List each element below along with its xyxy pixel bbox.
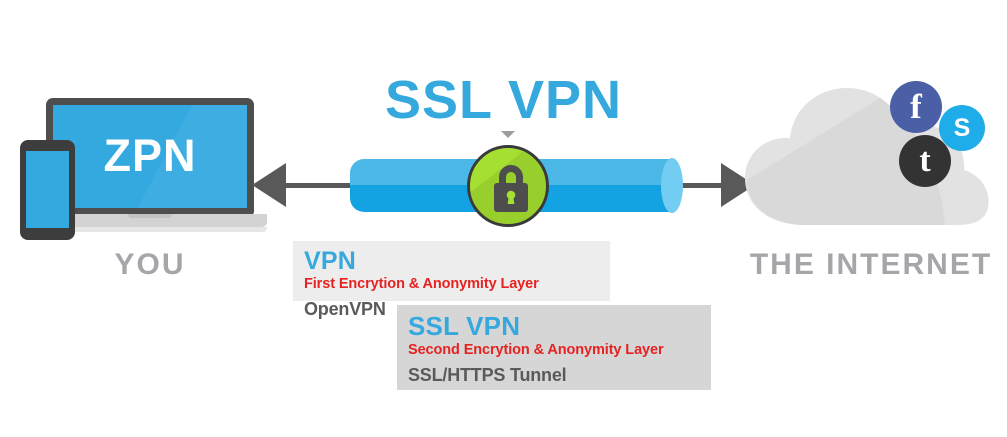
laptop-icon: ZPN: [46, 98, 254, 214]
callout-ssl-vpn-subtitle: Second Encrytion & Anonymity Layer: [408, 342, 664, 359]
callout-vpn-title: VPN: [304, 247, 357, 275]
skype-icon[interactable]: S: [939, 105, 985, 151]
cloud-icon: [745, 88, 989, 225]
callout-vpn-value: OpenVPN: [304, 299, 386, 319]
device-label: ZPN: [103, 129, 197, 181]
diagram-title: SSL VPN: [384, 70, 623, 130]
padlock-glyph: [494, 165, 528, 212]
caption-you: YOU: [114, 248, 186, 281]
arrow-left-shaft: [283, 183, 353, 188]
facebook-icon[interactable]: f: [890, 81, 942, 133]
caption-the-internet: THE INTERNET: [749, 248, 993, 281]
smartphone-icon: [20, 140, 75, 240]
arrow-left-icon: [252, 163, 286, 207]
callout-ssl-vpn: SSL VPN Second Encrytion & Anonymity Lay…: [397, 305, 711, 390]
client-devices-group: ZPN: [0, 0, 300, 300]
laptop-foot: [33, 227, 267, 232]
twitter-icon[interactable]: t: [899, 135, 951, 187]
laptop-screen: ZPN: [53, 105, 247, 208]
arrow-right-shaft: [668, 183, 740, 188]
internet-cloud-group: f S t: [735, 60, 1007, 300]
tunnel-end-cap: [661, 158, 683, 213]
callout-ssl-vpn-value: SSL/HTTPS Tunnel: [408, 365, 567, 386]
laptop-base: [33, 214, 267, 227]
padlock-icon: [467, 145, 549, 227]
title-caret-icon: [501, 131, 515, 138]
callout-ssl-vpn-title: SSL VPN: [408, 311, 521, 341]
smartphone-screen: [26, 151, 69, 228]
callout-vpn-subtitle: First Encrytion & Anonymity Layer: [304, 276, 539, 293]
callout-vpn: VPN First Encrytion & Anonymity Layer Op…: [293, 241, 610, 319]
